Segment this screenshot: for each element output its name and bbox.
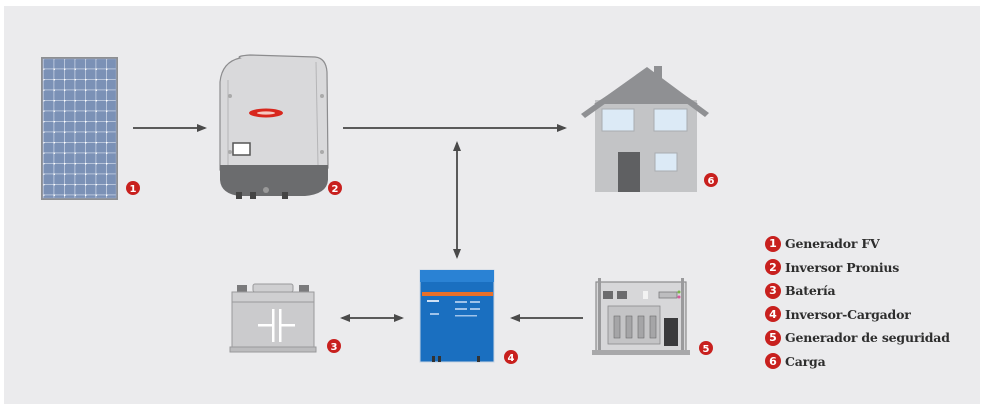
badge-3: 3	[327, 339, 341, 353]
legend-item: 1 Generador FV	[765, 232, 950, 256]
legend-item: 2 Inversor Pronius	[765, 256, 950, 280]
legend-item: 5 Generador de seguridad	[765, 326, 950, 350]
legend-number-badge: 1	[765, 235, 781, 252]
legend-label: Batería	[785, 283, 836, 299]
inverter-charger-icon	[419, 269, 495, 363]
badge-4-number: 4	[508, 353, 515, 364]
legend-label: Carga	[785, 353, 826, 369]
badge-1: 1	[126, 181, 140, 195]
badge-3-number: 3	[331, 342, 338, 353]
legend-number-badge: 4	[765, 306, 781, 323]
legend-number-badge: 5	[765, 329, 781, 346]
legend-item: 6 Carga	[765, 350, 950, 374]
badge-6-number: 6	[708, 176, 715, 187]
legend-label: Generador FV	[785, 236, 880, 252]
legend-label: Inversor-Cargador	[785, 306, 911, 322]
legend-item: 3 Batería	[765, 279, 950, 303]
legend-item: 4 Inversor-Cargador	[765, 303, 950, 327]
badge-2-number: 2	[332, 184, 339, 195]
backup-generator-icon	[592, 278, 690, 355]
legend: 1 Generador FV 2 Inversor Pronius 3 Bate…	[765, 232, 950, 373]
legend-number-badge: 6	[765, 353, 781, 370]
solar-panel-icon	[41, 57, 118, 200]
inverter-icon	[219, 54, 329, 199]
legend-label: Inversor Pronius	[785, 259, 900, 275]
legend-number-badge: 3	[765, 282, 781, 299]
connection-arrows	[133, 124, 583, 322]
badge-2: 2	[328, 181, 342, 195]
battery-icon	[229, 283, 317, 353]
badge-6: 6	[704, 173, 718, 187]
badge-5-number: 5	[703, 344, 710, 355]
legend-label: Generador de seguridad	[785, 330, 950, 346]
badge-4: 4	[504, 350, 518, 364]
badge-5: 5	[699, 341, 713, 355]
house-icon	[581, 66, 709, 192]
badge-1-number: 1	[130, 184, 137, 195]
legend-number-badge: 2	[765, 259, 781, 276]
